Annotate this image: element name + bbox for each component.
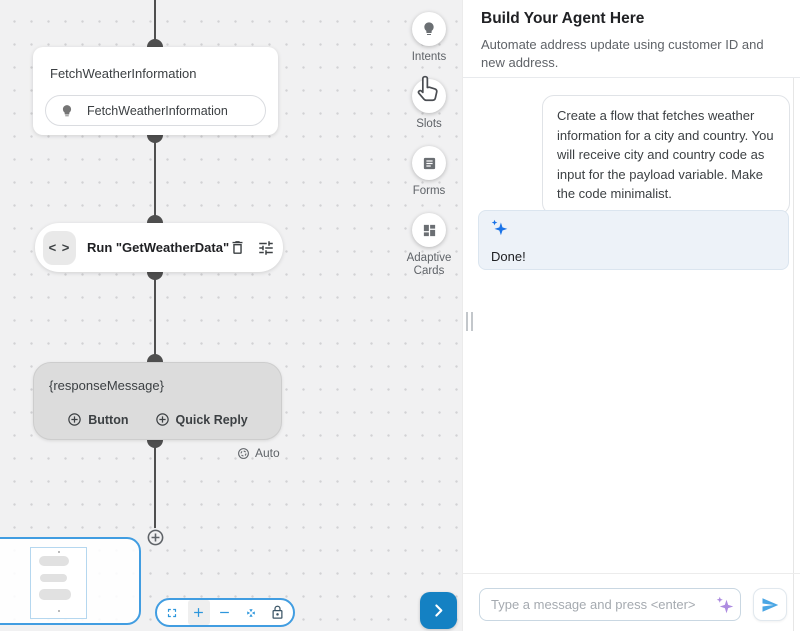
ai-sparkle-icon bbox=[491, 219, 508, 236]
auto-transition-badge: Auto bbox=[237, 446, 280, 460]
intent-pill[interactable]: FetchWeatherInformation bbox=[45, 95, 266, 126]
tune-settings-icon[interactable] bbox=[257, 239, 275, 257]
add-button-action[interactable]: Button bbox=[67, 412, 129, 427]
toolbar-label: Intents bbox=[411, 51, 447, 63]
response-message-node[interactable]: {responseMessage} Button Quick Reply bbox=[33, 362, 282, 440]
intent-node-title: FetchWeatherInformation bbox=[50, 66, 197, 81]
minimap[interactable] bbox=[0, 537, 141, 625]
add-node-button[interactable] bbox=[146, 528, 165, 547]
minimap-viewport[interactable] bbox=[30, 547, 87, 619]
add-button-label: Button bbox=[88, 412, 129, 427]
magic-sparkle-icon[interactable] bbox=[716, 596, 734, 614]
assistant-message-text: Done! bbox=[491, 249, 526, 264]
add-quick-reply-action[interactable]: Quick Reply bbox=[155, 412, 248, 427]
assistant-message-bubble: Done! bbox=[478, 210, 789, 270]
send-message-button[interactable] bbox=[753, 588, 787, 621]
flow-connector-line bbox=[154, 440, 156, 530]
fit-screen-icon[interactable] bbox=[161, 600, 183, 625]
timer-icon bbox=[237, 447, 250, 460]
panel-header: Build Your Agent Here Automate address u… bbox=[463, 0, 800, 72]
forms-document-icon[interactable] bbox=[412, 146, 446, 180]
chevron-right-icon bbox=[435, 604, 443, 617]
intent-pill-label: FetchWeatherInformation bbox=[87, 103, 228, 118]
divider bbox=[463, 573, 800, 574]
minimap-node bbox=[39, 556, 69, 566]
run-action-node[interactable]: < > Run "GetWeatherData" bbox=[35, 223, 283, 272]
delete-icon[interactable] bbox=[229, 239, 246, 256]
canvas-zoom-toolbar bbox=[155, 598, 295, 627]
node-port[interactable] bbox=[147, 272, 163, 280]
node-port[interactable] bbox=[147, 354, 163, 362]
toolbar-label: Adaptive Cards bbox=[406, 252, 452, 277]
user-message-bubble: Create a flow that fetches weather infor… bbox=[542, 95, 790, 215]
toolbar-label: Forms bbox=[412, 185, 446, 197]
zoom-out-button[interactable] bbox=[214, 600, 236, 625]
node-port[interactable] bbox=[147, 39, 163, 47]
add-quick-reply-label: Quick Reply bbox=[175, 412, 248, 427]
panel-subtitle: Automate address update using customer I… bbox=[481, 37, 764, 70]
zoom-in-button[interactable] bbox=[187, 600, 210, 625]
chat-input-container bbox=[479, 588, 741, 621]
toolbar-label: Slots bbox=[416, 118, 442, 130]
flow-connector-line bbox=[154, 272, 156, 362]
lightbulb-icon bbox=[60, 104, 74, 118]
adaptive-cards-dashboard-icon[interactable] bbox=[412, 213, 446, 247]
node-port[interactable] bbox=[147, 135, 163, 143]
flow-connector-line bbox=[154, 135, 156, 223]
node-port[interactable] bbox=[147, 215, 163, 223]
panel-title: Build Your Agent Here bbox=[481, 10, 645, 27]
auto-label: Auto bbox=[255, 446, 280, 460]
add-circle-icon bbox=[67, 412, 82, 427]
minimap-node bbox=[40, 574, 67, 582]
response-variable: {responseMessage} bbox=[49, 378, 164, 393]
toolbar-item-adaptive-cards[interactable]: Adaptive Cards bbox=[403, 213, 455, 278]
scrollbar-track[interactable] bbox=[793, 78, 794, 631]
toolbar-item-intents[interactable]: Intents bbox=[411, 12, 447, 64]
lock-icon[interactable] bbox=[267, 600, 289, 625]
divider bbox=[463, 77, 800, 78]
flow-connector-line bbox=[154, 0, 156, 47]
node-port[interactable] bbox=[147, 440, 163, 448]
run-action-label: Run "GetWeatherData" bbox=[87, 240, 230, 255]
center-view-icon[interactable] bbox=[240, 600, 262, 625]
panel-resize-handle[interactable] bbox=[466, 312, 473, 331]
code-icon: < > bbox=[43, 230, 76, 265]
intents-lightbulb-icon[interactable] bbox=[412, 12, 446, 46]
send-plane-icon bbox=[762, 597, 779, 612]
minimap-node bbox=[39, 589, 71, 600]
expand-panel-button[interactable] bbox=[420, 592, 457, 629]
toolbar-item-forms[interactable]: Forms bbox=[412, 146, 446, 198]
add-circle-icon bbox=[155, 412, 170, 427]
flow-canvas[interactable]: FetchWeatherInformation FetchWeatherInfo… bbox=[0, 0, 462, 631]
agent-chat-panel: Build Your Agent Here Automate address u… bbox=[462, 0, 800, 631]
hand-cursor-icon bbox=[411, 73, 445, 112]
chat-message-input[interactable] bbox=[480, 589, 712, 620]
intent-node[interactable]: FetchWeatherInformation FetchWeatherInfo… bbox=[33, 47, 278, 135]
palette-toolbar: Intents Slots Forms Adaptive Cards bbox=[403, 12, 455, 293]
